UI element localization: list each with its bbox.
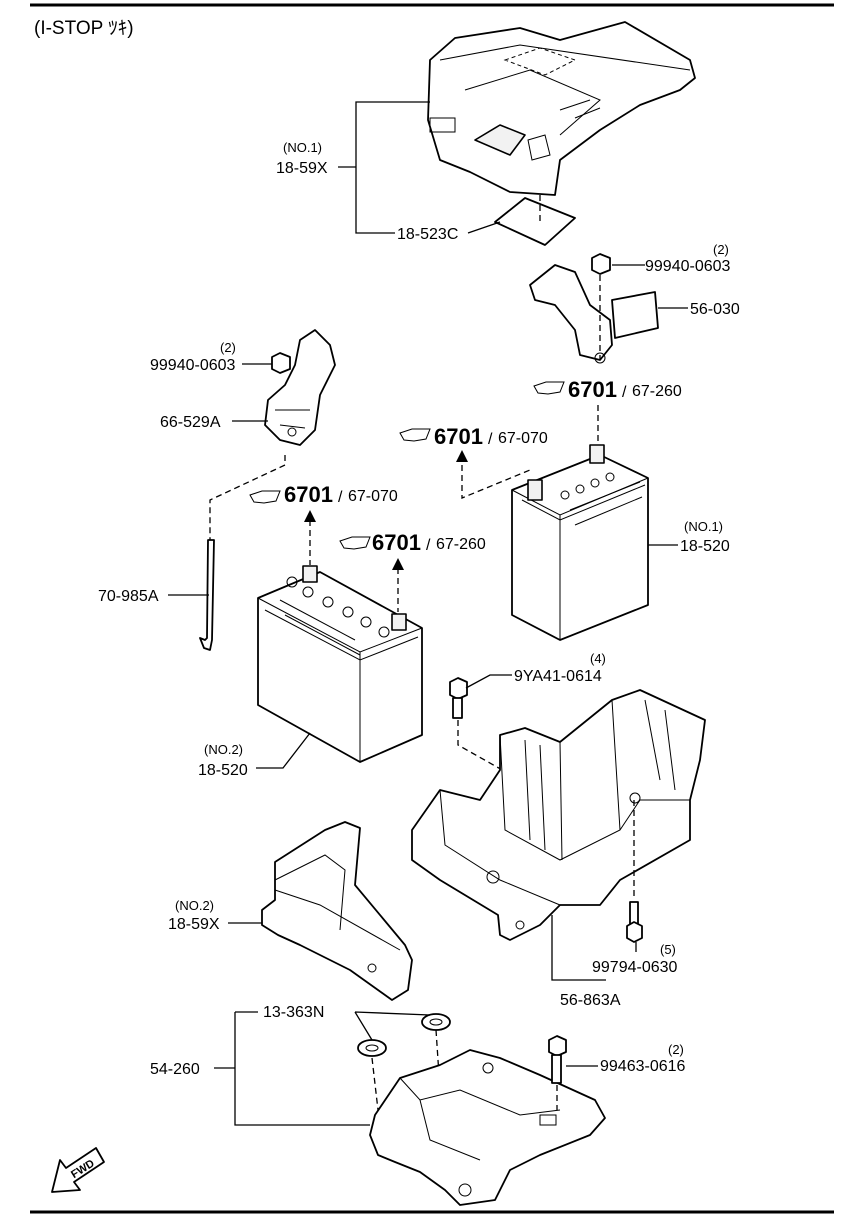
grommet-right[interactable] — [421, 1013, 451, 1031]
right-nut[interactable] — [591, 253, 611, 275]
nut-left-qty: (2) — [220, 340, 236, 355]
reference-pointer-4[interactable]: 6701 / 67-260 — [339, 530, 486, 555]
battery-no2-leader — [256, 732, 311, 769]
tray-partno[interactable]: 56-863A — [560, 992, 621, 1009]
svg-text:6701: 6701 — [372, 530, 421, 555]
bolt-9ya41[interactable] — [449, 677, 468, 719]
bolt-99463[interactable] — [548, 1035, 567, 1084]
battery-cover-no1[interactable] — [427, 21, 696, 196]
svg-text:/: / — [338, 489, 343, 506]
cover-no1-qualifier: (NO.1) — [283, 140, 322, 155]
battery-no2-partno[interactable]: 18-520 — [198, 762, 248, 779]
bolt-top-partno[interactable]: 9YA41-0614 — [514, 668, 602, 685]
bolt-top-qty: (4) — [590, 651, 606, 666]
bolt-top-guide — [457, 720, 521, 920]
battery-no1[interactable] — [511, 444, 649, 641]
cover-no2-qualifier: (NO.2) — [175, 898, 214, 913]
clamp-left-partno[interactable]: 66-529A — [160, 414, 221, 431]
reference-pointer-2[interactable]: 6701 / 67-070 — [399, 424, 548, 449]
battery-no1-qualifier: (NO.1) — [684, 519, 723, 534]
battery-no1-partno[interactable]: 18-520 — [680, 538, 730, 555]
forward-arrow-icon: FWD — [51, 1147, 105, 1193]
right-battery-clamp[interactable] — [529, 264, 659, 364]
ref2-guide — [461, 455, 531, 499]
cover-no1-bracket-line — [355, 101, 430, 234]
cover-no2-partno[interactable]: 18-59X — [168, 916, 220, 933]
ref4-arrow — [392, 558, 404, 570]
svg-text:67-070: 67-070 — [498, 430, 548, 447]
bracket-bracket-line — [234, 1012, 370, 1126]
reference-pointer-3[interactable]: 6701 / 67-070 — [249, 482, 398, 507]
battery-bracket[interactable] — [369, 1049, 606, 1206]
diagram-title: (I-STOP ﾂｷ) — [34, 18, 134, 39]
bolt-99794[interactable] — [626, 901, 643, 943]
svg-text:67-260: 67-260 — [632, 383, 682, 400]
grommet-leaders — [354, 1011, 431, 1041]
battery-tray[interactable] — [411, 689, 706, 941]
svg-text:/: / — [488, 431, 493, 448]
svg-text:6701: 6701 — [568, 377, 617, 402]
svg-text:67-070: 67-070 — [348, 488, 398, 505]
rod-partno[interactable]: 70-985A — [98, 588, 159, 605]
svg-text:6701: 6701 — [434, 424, 483, 449]
nut-right-qty: (2) — [713, 242, 729, 257]
bolt-mid-partno[interactable]: 99794-0630 — [592, 959, 678, 976]
left-battery-clamp[interactable] — [264, 329, 336, 446]
cover-no1-partno[interactable]: 18-59X — [276, 160, 328, 177]
svg-text:/: / — [622, 384, 627, 401]
left-clamp-rod-guide — [209, 455, 286, 540]
nut-left-partno[interactable]: 99940-0603 — [150, 357, 236, 374]
grommet-left-guide — [371, 1057, 379, 1111]
battery-no2[interactable] — [257, 565, 423, 763]
label-523c-leader — [467, 221, 501, 234]
label-523c-partno[interactable]: 18-523C — [397, 226, 458, 243]
tray-leader — [551, 915, 606, 981]
bolt-low-qty: (2) — [668, 1042, 684, 1057]
svg-text:6701: 6701 — [284, 482, 333, 507]
bracket-partno[interactable]: 54-260 — [150, 1061, 200, 1078]
battery-cover-no2[interactable] — [261, 821, 413, 1001]
clamp-right-partno[interactable]: 56-030 — [690, 301, 740, 318]
grommet-partno[interactable]: 13-363N — [263, 1004, 324, 1021]
svg-text:/: / — [426, 537, 431, 554]
bolt-top-leader — [465, 674, 512, 689]
reference-pointer-1[interactable]: 6701 / 67-260 — [533, 377, 682, 402]
ref2-arrow — [456, 450, 468, 462]
svg-text:67-260: 67-260 — [436, 536, 486, 553]
ref3-arrow — [304, 510, 316, 522]
left-nut[interactable] — [271, 352, 291, 374]
nut-right-partno[interactable]: 99940-0603 — [645, 258, 731, 275]
label-sticker[interactable] — [494, 197, 576, 246]
battery-no2-qualifier: (NO.2) — [204, 742, 243, 757]
bolt-low-partno[interactable]: 99463-0616 — [600, 1058, 686, 1075]
grommet-left[interactable] — [357, 1039, 387, 1057]
hold-down-rod[interactable] — [199, 539, 215, 651]
bolt-mid-qty: (5) — [660, 942, 676, 957]
